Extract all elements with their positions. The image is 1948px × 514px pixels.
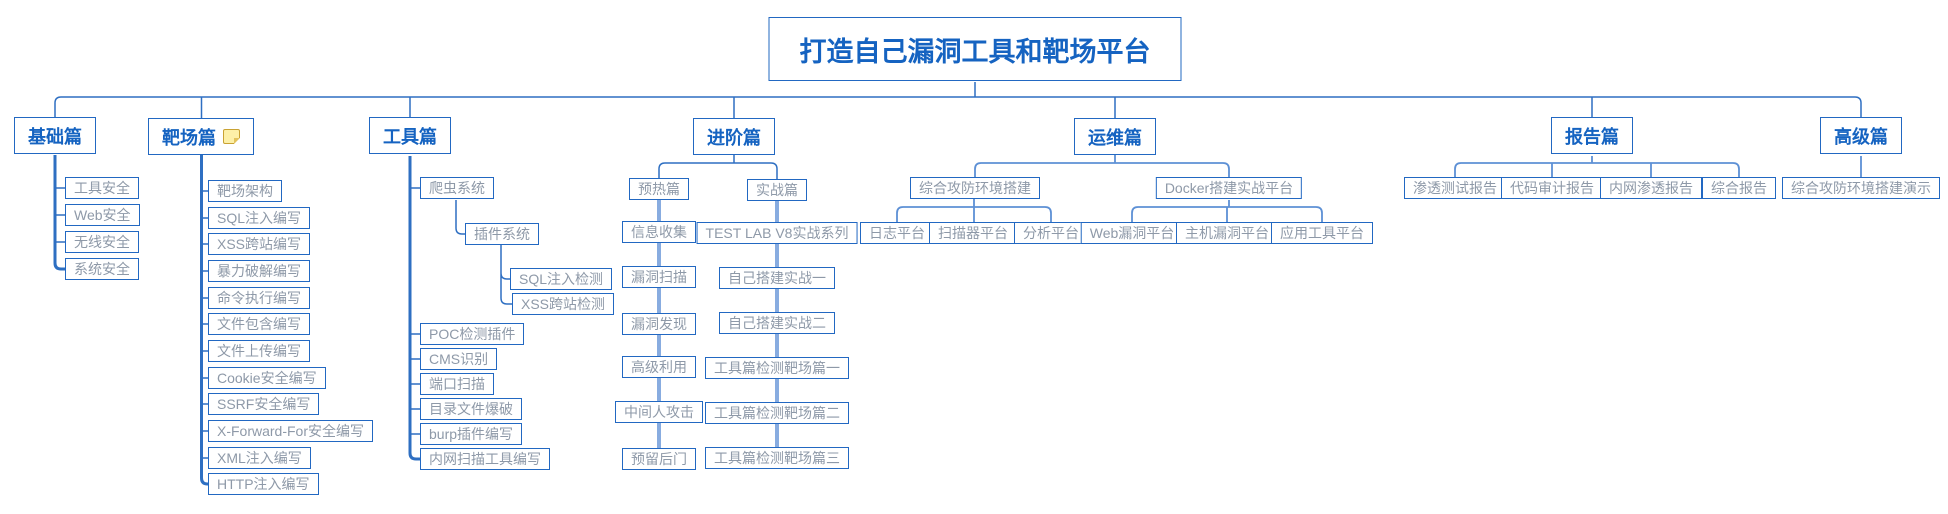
connector-ticks-basics: [55, 187, 65, 243]
connector-chain-links: [657, 200, 779, 448]
mindmap-node[interactable]: 端口扫描: [420, 373, 494, 395]
mindmap-node-plugin[interactable]: 插件系统: [465, 223, 539, 245]
mindmap-node-docker[interactable]: Docker搭建实战平台: [1155, 177, 1303, 199]
branch-tools[interactable]: 工具篇: [369, 117, 451, 154]
mindmap-node[interactable]: 漏洞扫描: [622, 266, 696, 288]
mindmap-node[interactable]: CMS识别: [420, 348, 498, 370]
mindmap-node[interactable]: Cookie安全编写: [208, 367, 326, 389]
mindmap-node[interactable]: 应用工具平台: [1271, 222, 1373, 244]
mindmap-node[interactable]: XML注入编写: [208, 447, 311, 469]
branch-range[interactable]: 靶场篇: [148, 118, 254, 155]
mindmap-node[interactable]: 内网渗透报告: [1600, 177, 1702, 199]
mindmap-node[interactable]: 综合攻防环境搭建演示: [1782, 177, 1940, 199]
connector-advanced-bus: [658, 155, 778, 179]
connector-ticks-tools: [410, 187, 420, 435]
mindmap-node[interactable]: 工具篇检测靶场篇二: [705, 402, 849, 424]
connector-spine-basics: [53, 155, 65, 271]
mindmap-node-warmup[interactable]: 预热篇: [629, 178, 689, 200]
mindmap-node[interactable]: SSRF安全编写: [208, 393, 320, 415]
branch-advanced[interactable]: 进阶篇: [693, 118, 775, 155]
mindmap-node[interactable]: Web安全: [65, 204, 140, 226]
branch-ops[interactable]: 运维篇: [1074, 118, 1156, 155]
mindmap-node[interactable]: 分析平台: [1014, 222, 1088, 244]
mindmap-node[interactable]: SQL注入检测: [510, 268, 613, 290]
mindmap-node[interactable]: 文件上传编写: [208, 340, 310, 362]
mindmap-node[interactable]: 漏洞发现: [622, 313, 696, 335]
connector-ops-bus: [896, 155, 1323, 222]
mindmap-node[interactable]: 信息收集: [622, 221, 696, 243]
mindmap-node[interactable]: 目录文件爆破: [420, 398, 522, 420]
mindmap-node[interactable]: 工具篇检测靶场篇三: [705, 447, 849, 469]
connector-spine-tools: [408, 156, 420, 461]
connector-main-bus: [54, 82, 1862, 118]
mindmap-node[interactable]: 系统安全: [65, 258, 139, 280]
mindmap-node[interactable]: 暴力破解编写: [208, 260, 310, 282]
mindmap-node[interactable]: HTTP注入编写: [208, 473, 319, 495]
mindmap-node[interactable]: POC检测插件: [420, 323, 525, 345]
mindmap-node[interactable]: 主机漏洞平台: [1176, 222, 1278, 244]
mindmap-node[interactable]: 渗透测试报告: [1404, 177, 1506, 199]
branch-report[interactable]: 报告篇: [1551, 117, 1633, 154]
mindmap-node[interactable]: SQL注入编写: [208, 207, 311, 229]
mindmap-node[interactable]: TEST LAB V8实战系列: [696, 222, 858, 244]
mindmap-node[interactable]: burp插件编写: [420, 423, 523, 445]
mindmap-node[interactable]: 综合报告: [1702, 177, 1776, 199]
mindmap-node-env[interactable]: 综合攻防环境搭建: [910, 177, 1040, 199]
mindmap-node[interactable]: XSS跨站编写: [208, 233, 311, 255]
mindmap-node[interactable]: 内网扫描工具编写: [420, 448, 550, 470]
mindmap-node[interactable]: 预留后门: [622, 448, 696, 470]
mindmap-node[interactable]: X-Forward-For安全编写: [208, 420, 374, 442]
mindmap-node[interactable]: Web漏洞平台: [1080, 222, 1184, 244]
branch-basics[interactable]: 基础篇: [14, 117, 96, 154]
mindmap-node[interactable]: 自己搭建实战二: [719, 312, 835, 334]
mindmap-node[interactable]: 高级利用: [622, 356, 696, 378]
branch-range-label: 靶场篇: [162, 127, 216, 149]
mindmap-node[interactable]: 靶场架构: [208, 180, 282, 202]
mindmap-node[interactable]: 日志平台: [860, 222, 934, 244]
branch-senior[interactable]: 高级篇: [1820, 117, 1902, 154]
mindmap-node[interactable]: XSS跨站检测: [512, 293, 615, 315]
mindmap-node[interactable]: 扫描器平台: [929, 222, 1017, 244]
mindmap-node[interactable]: 代码审计报告: [1501, 177, 1603, 199]
mindmap-node-combat[interactable]: 实战篇: [747, 179, 807, 201]
sticky-note-icon[interactable]: [223, 129, 240, 144]
mindmap-node-crawler[interactable]: 爬虫系统: [420, 177, 494, 199]
mindmap-node[interactable]: 文件包含编写: [208, 313, 310, 335]
mindmap-node[interactable]: 工具篇检测靶场篇一: [705, 357, 849, 379]
connector-plugin-elbows: [455, 200, 512, 305]
mindmap-node[interactable]: 工具安全: [65, 177, 139, 199]
mindmap-node[interactable]: 无线安全: [65, 231, 139, 253]
connector-report-bus: [1454, 156, 1862, 177]
mindmap-node[interactable]: 中间人攻击: [615, 401, 703, 423]
mindmap-node[interactable]: 命令执行编写: [208, 287, 310, 309]
mindmap-node[interactable]: 自己搭建实战一: [719, 267, 835, 289]
connector-ticks-range: [201, 190, 208, 459]
root-topic[interactable]: 打造自己漏洞工具和靶场平台: [768, 17, 1182, 81]
connector-spine-range: [200, 153, 208, 486]
